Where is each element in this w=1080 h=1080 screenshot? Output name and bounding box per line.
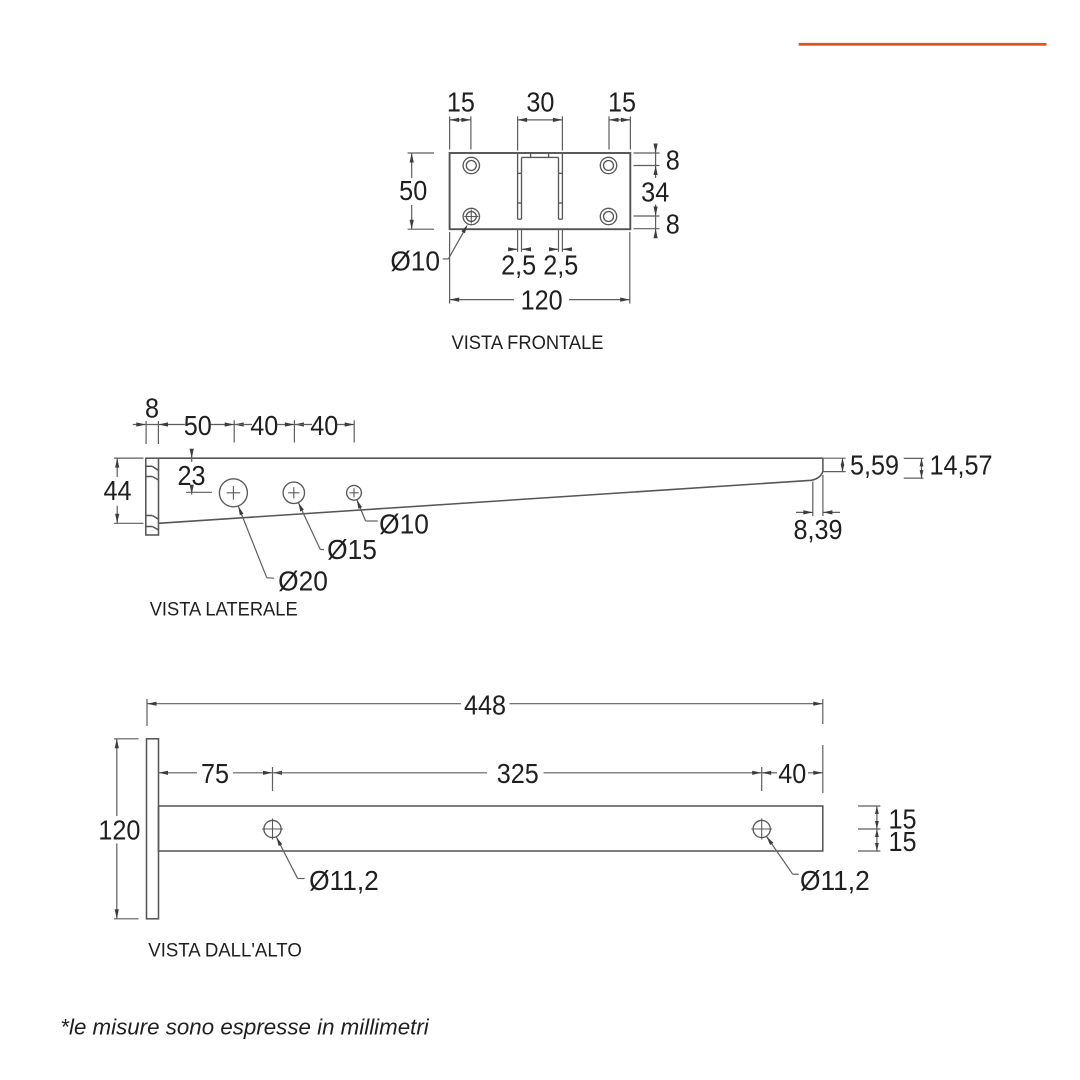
svg-text:*le misure sono espresse in mi: *le misure sono espresse in millimetri	[60, 1015, 429, 1040]
svg-text:15: 15	[888, 826, 916, 858]
svg-text:8,39: 8,39	[793, 514, 842, 546]
svg-text:VISTA DALL'ALTO: VISTA DALL'ALTO	[148, 939, 302, 960]
svg-text:120: 120	[521, 284, 563, 316]
svg-text:15: 15	[447, 86, 475, 118]
svg-text:2,5: 2,5	[501, 249, 536, 281]
svg-text:5,59: 5,59	[850, 449, 899, 481]
svg-text:VISTA LATERALE: VISTA LATERALE	[150, 598, 298, 619]
svg-text:40: 40	[778, 758, 806, 790]
svg-text:30: 30	[526, 86, 554, 118]
svg-text:Ø10: Ø10	[390, 245, 440, 277]
svg-text:40: 40	[250, 410, 278, 442]
svg-text:448: 448	[464, 689, 506, 721]
svg-text:325: 325	[497, 758, 539, 790]
svg-text:40: 40	[310, 410, 338, 442]
svg-text:2,5: 2,5	[543, 249, 578, 281]
svg-text:Ø11,2: Ø11,2	[309, 864, 379, 896]
svg-text:Ø11,2: Ø11,2	[800, 864, 870, 896]
svg-text:14,57: 14,57	[929, 449, 992, 481]
svg-text:34: 34	[641, 176, 669, 208]
svg-text:44: 44	[103, 475, 131, 507]
svg-text:50: 50	[184, 410, 212, 442]
svg-text:23: 23	[177, 460, 205, 492]
svg-text:75: 75	[201, 758, 229, 790]
svg-text:Ø15: Ø15	[327, 533, 377, 565]
svg-text:8: 8	[145, 392, 159, 424]
svg-text:120: 120	[98, 814, 140, 846]
svg-text:Ø20: Ø20	[278, 565, 328, 597]
svg-text:Ø10: Ø10	[379, 508, 429, 540]
svg-text:50: 50	[399, 175, 427, 207]
svg-text:15: 15	[888, 803, 916, 835]
svg-text:15: 15	[608, 86, 636, 118]
svg-text:VISTA FRONTALE: VISTA FRONTALE	[452, 331, 604, 352]
svg-text:8: 8	[666, 208, 680, 240]
svg-text:8: 8	[666, 144, 680, 176]
